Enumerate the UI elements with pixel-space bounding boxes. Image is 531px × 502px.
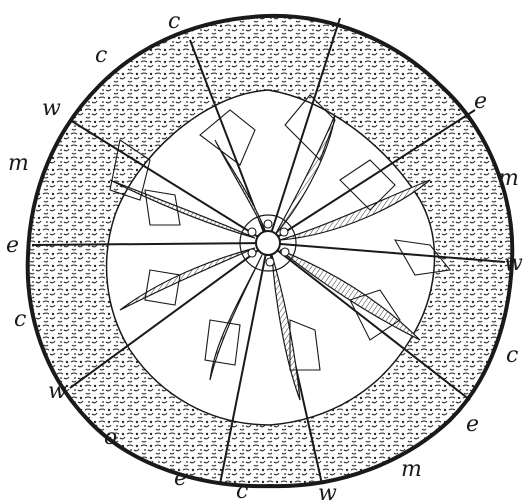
label-o-bottom-left: o: [104, 425, 117, 450]
label-e-upper-right: e: [474, 89, 487, 114]
label-w-lower-left: w: [48, 379, 67, 404]
label-w-upper-left: w: [42, 96, 61, 121]
label-e-left: e: [6, 233, 19, 258]
label-e-lower-right: e: [466, 412, 479, 437]
label-c-right: c: [506, 343, 518, 368]
label-c-top: c: [168, 9, 180, 34]
label-e-bottom: e: [174, 466, 187, 491]
label-m-left: m: [8, 151, 29, 176]
label-w-right: w: [504, 251, 523, 276]
label-c-upper-left: c: [95, 43, 107, 68]
label-w-bottom: w: [318, 481, 337, 502]
label-m-lower-right: m: [401, 457, 422, 482]
label-c-lower-left: c: [14, 307, 26, 332]
label-c-bottom: c: [236, 479, 248, 502]
label-m-upper-right: m: [498, 166, 519, 191]
